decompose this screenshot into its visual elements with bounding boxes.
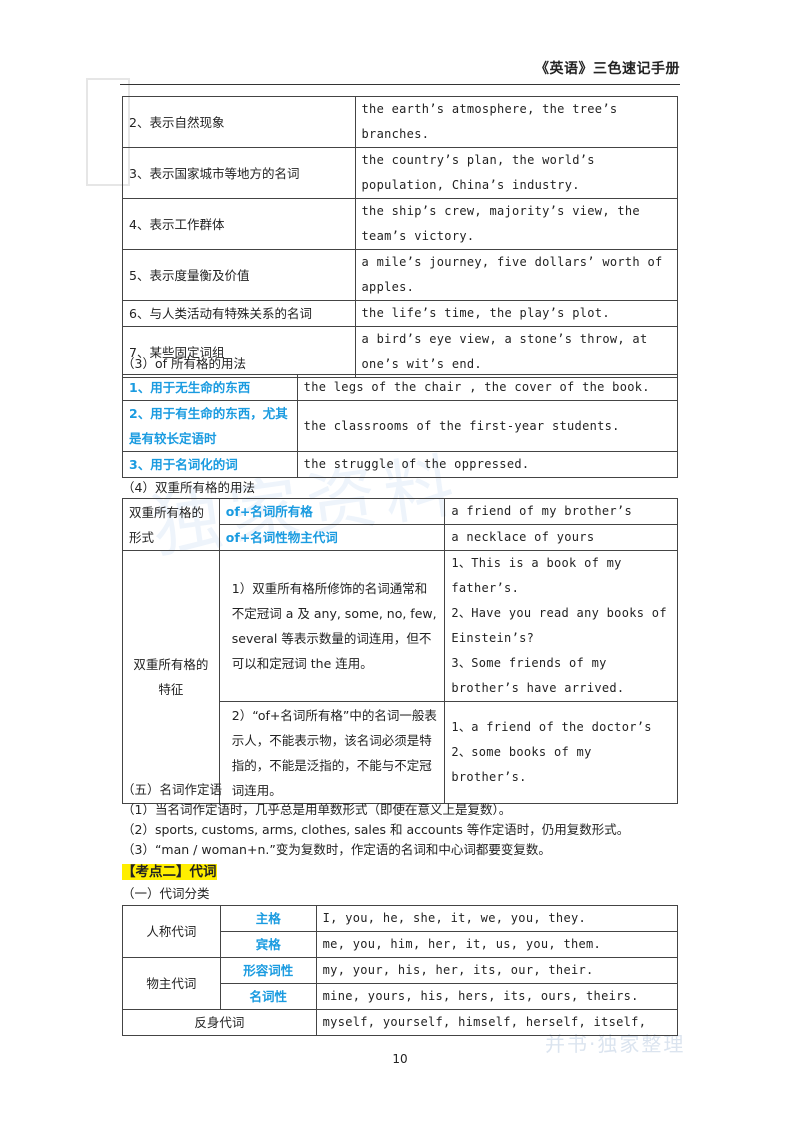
example-line: 2、Have you read any books of Einstein’s? xyxy=(451,606,667,645)
possessive-usage-table: 2、表示自然现象 the earth’s atmosphere, the tre… xyxy=(122,96,679,378)
table-row: 1、用于无生命的东西 the legs of the chair , the c… xyxy=(122,374,679,401)
usage-cell: 2、表示自然现象 xyxy=(122,96,356,148)
example-cell: a friend of my brother’s xyxy=(444,498,678,525)
paragraph: （2）sports, customs, arms, clothes, sales… xyxy=(122,822,630,837)
feature-cell: 1）双重所有格所修饰的名词通常和不定冠词 a 及 any, some, no, … xyxy=(218,550,446,702)
header-divider xyxy=(120,84,680,85)
paragraph: （1）当名词作定语时，几乎总是用单数形式（即使在意义上是复数）。 xyxy=(122,802,512,817)
table-row: 5、表示度量衡及价值 a mile’s journey, five dollar… xyxy=(122,249,679,301)
case-cell: 名词性 xyxy=(219,983,317,1010)
case-cell: 宾格 xyxy=(219,931,317,958)
table-row: 名词性 mine, yours, his, hers, its, ours, t… xyxy=(123,983,679,1010)
usage-cell: 4、表示工作群体 xyxy=(122,198,356,250)
page-number: 10 xyxy=(392,1052,408,1066)
feature-cell: 2）“of+名词所有格”中的名词一般表示人，不能表示物，该名词必须是特指的，不能… xyxy=(218,701,446,804)
list-cell: me, you, him, her, it, us, you, them. xyxy=(315,931,679,958)
pronoun-table: 人称代词 主格 I, you, he, she, it, we, you, th… xyxy=(122,905,679,1036)
table-row: 2）“of+名词所有格”中的名词一般表示人，不能表示物，该名词必须是特指的，不能… xyxy=(123,701,678,804)
usage-cell: 3、表示国家城市等地方的名词 xyxy=(122,147,356,199)
case-cell: 形容词性 xyxy=(219,957,317,984)
example-cell: the legs of the chair , the cover of the… xyxy=(296,374,679,401)
example-line: 2、some books of my brother’s. xyxy=(451,745,592,784)
table-row: of+名词性物主代词 a necklace of yours xyxy=(123,524,678,551)
table-row: 2、表示自然现象 the earth’s atmosphere, the tre… xyxy=(122,96,679,148)
list-cell: myself, yourself, himself, herself, itse… xyxy=(315,1009,679,1036)
example-cell: the life’s time, the play’s plot. xyxy=(354,300,679,327)
table-row: 反身代词 myself, yourself, himself, herself,… xyxy=(122,1009,679,1036)
case-cell: 主格 xyxy=(219,905,317,932)
table-row: 双重所有格的特征 1）双重所有格所修饰的名词通常和不定冠词 a 及 any, s… xyxy=(122,550,678,804)
example-cell: a bird’s eye view, a stone’s throw, at o… xyxy=(354,326,679,378)
example-cell: the ship’s crew, majority’s view, the te… xyxy=(354,198,679,250)
example-cell: a mile’s journey, five dollars’ worth of… xyxy=(354,249,679,301)
section-heading-double: （4）双重所有格的用法 xyxy=(122,480,255,495)
section-heading-of: （3）of 所有格的用法 xyxy=(122,356,246,371)
example-cell: the earth’s atmosphere, the tree’s branc… xyxy=(354,96,679,148)
category-cell: 人称代词 xyxy=(122,905,221,958)
paragraph: （3）“man / woman+n.”变为复数时，作定语的名词和中心词都要变复数… xyxy=(122,842,551,857)
section-heading-pron: （一）代词分类 xyxy=(122,886,210,901)
form-cell: of+名词所有格 xyxy=(218,498,446,525)
table-row: 双重所有格的形式 of+名词所有格 a friend of my brother… xyxy=(122,498,678,551)
usage-cell: 5、表示度量衡及价值 xyxy=(122,249,356,301)
example-line: 3、Some friends of my brother’s have arri… xyxy=(451,656,625,695)
category-cell: 物主代词 xyxy=(122,957,221,1010)
example-cell: 1、a friend of the doctor’s 2、some books … xyxy=(444,701,678,804)
table-row: 3、表示国家城市等地方的名词 the country’s plan, the w… xyxy=(122,147,679,199)
section-heading-five: （五）名词作定语 xyxy=(122,782,223,797)
example-cell: the country’s plan, the world’s populati… xyxy=(354,147,679,199)
watermark-footer: 并书·独家整理 xyxy=(545,1032,686,1056)
usage-cell: 3、用于名词化的词 xyxy=(122,451,298,478)
kaodian-label: 【考点二】代词 xyxy=(122,862,217,882)
example-cell: the classrooms of the first-year student… xyxy=(296,400,679,452)
table-row: 宾格 me, you, him, her, it, us, you, them. xyxy=(123,931,679,958)
table-row: 人称代词 主格 I, you, he, she, it, we, you, th… xyxy=(122,905,679,958)
usage-cell: 1、用于无生命的东西 xyxy=(122,374,298,401)
category-cell: 反身代词 xyxy=(122,1009,317,1036)
usage-cell: 2、用于有生命的东西，尤其是有较长定语时 xyxy=(122,400,298,452)
form-cell: of+名词性物主代词 xyxy=(218,524,446,551)
table-row: 4、表示工作群体 the ship’s crew, majority’s vie… xyxy=(122,198,679,250)
page-header-title: 《英语》三色速记手册 xyxy=(535,61,680,77)
table-row: 2、用于有生命的东西，尤其是有较长定语时 the classrooms of t… xyxy=(122,400,679,452)
example-line: 1、This is a book of my father’s. xyxy=(451,556,622,595)
usage-cell: 6、与人类活动有特殊关系的名词 xyxy=(122,300,356,327)
of-possessive-table: 1、用于无生命的东西 the legs of the chair , the c… xyxy=(122,374,679,478)
example-cell: 1、This is a book of my father’s. 2、Have … xyxy=(444,550,678,702)
list-cell: my, your, his, her, its, our, their. xyxy=(315,957,679,984)
double-possessive-table: 双重所有格的形式 of+名词所有格 a friend of my brother… xyxy=(122,498,678,804)
form-label-cell: 双重所有格的形式 xyxy=(122,498,220,551)
section-five: （五）名词作定语 （1）当名词作定语时，几乎总是用单数形式（即使在意义上是复数）… xyxy=(122,780,682,860)
list-cell: I, you, he, she, it, we, you, they. xyxy=(315,905,679,932)
table-row: 6、与人类活动有特殊关系的名词 the life’s time, the pla… xyxy=(122,300,679,327)
table-row: 3、用于名词化的词 the struggle of the oppressed. xyxy=(122,451,679,478)
feature-label-cell: 双重所有格的特征 xyxy=(122,550,220,804)
table-row: 物主代词 形容词性 my, your, his, her, its, our, … xyxy=(122,957,679,1010)
list-cell: mine, yours, his, hers, its, ours, their… xyxy=(315,983,679,1010)
example-cell: the struggle of the oppressed. xyxy=(296,451,679,478)
example-cell: a necklace of yours xyxy=(444,524,678,551)
highlight-label: 【考点二】代词 xyxy=(122,864,217,880)
example-line: 1、a friend of the doctor’s xyxy=(451,720,652,734)
